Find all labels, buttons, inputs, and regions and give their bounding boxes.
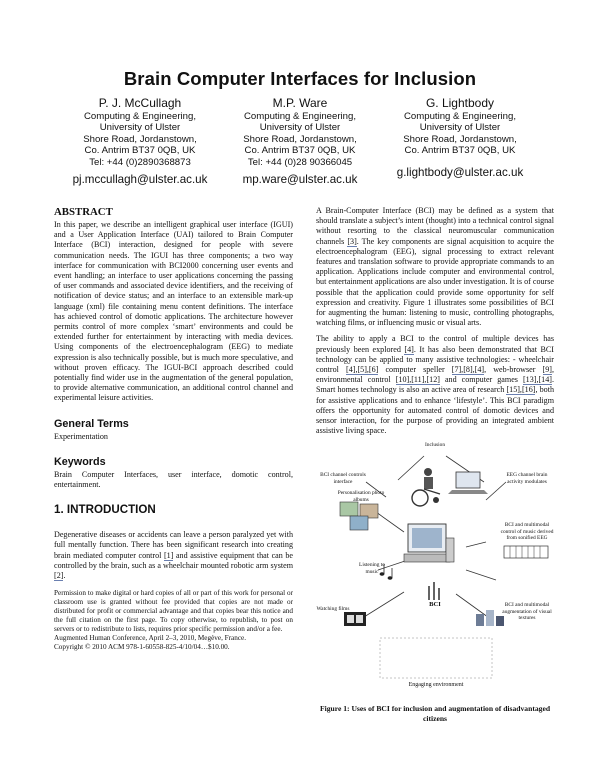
bci-signal-icon [428, 582, 440, 601]
right-paragraph-1: A Brain-Computer Interface (BCI) may be … [316, 206, 554, 328]
music-notes-icon [379, 564, 393, 581]
author-email[interactable]: g.lightbody@ulster.ac.uk [396, 165, 524, 179]
citation-link[interactable]: [15],[16] [506, 385, 536, 396]
author-univ: University of Ulster [259, 122, 341, 134]
figure-label-engaging: Engaging environment [408, 682, 464, 689]
keywords-text: Brain Computer Interfaces, user interfac… [54, 469, 293, 490]
abstract-heading: ABSTRACT [54, 206, 113, 218]
visual-texture-icon [476, 610, 504, 627]
conference-line: Augmented Human Conference, April 2–3, 2… [54, 634, 247, 643]
author-name: M.P. Ware [272, 96, 328, 110]
figure-label-inclusion: Inclusion [424, 442, 446, 449]
figure-caption: Figure 1: Uses of BCI for inclusion and … [319, 704, 551, 723]
author-addr1: Shore Road, Jordanstown, [83, 133, 197, 145]
author-addr1: Shore Road, Jordanstown, [403, 133, 517, 145]
figure-diagram [339, 456, 549, 679]
figure-label-bci-music: BCI and multimodal control of music deri… [500, 522, 554, 542]
paper-title: Brain Computer Interfaces for Inclusion [123, 68, 477, 89]
author-2: M.P. Ware Computing & Engineering, Unive… [220, 96, 380, 187]
wheelchair-user-icon [411, 468, 441, 508]
citation-link[interactable]: [4],[5],[6] [346, 365, 379, 376]
figure-label-bci-channel: BCI channel controls interface [320, 472, 366, 485]
keywords-heading: Keywords [54, 455, 106, 468]
author-univ: University of Ulster [99, 122, 181, 134]
figure-label-personalisation: Personalisation photo albums [337, 490, 385, 503]
author-addr2: Co. Antrim BT37 0QB, UK [244, 145, 356, 157]
citation-link[interactable]: [10],[11],[12] [395, 375, 440, 386]
author-email[interactable]: pj.mccullagh@ulster.ac.uk [72, 173, 208, 187]
citation-link[interactable]: [1] [163, 550, 174, 561]
author-email[interactable]: mp.ware@ulster.ac.uk [242, 173, 358, 187]
copyright-line: Copyright © 2010 ACM 978-1-60558-825-4/1… [54, 643, 230, 652]
author-addr2: Co. Antrim BT37 0QB, UK [84, 145, 196, 157]
laptop-icon [448, 472, 488, 495]
film-strip-icon [344, 612, 366, 627]
figure-label-watching: Watching films [316, 606, 350, 613]
author-name: P. J. McCullagh [98, 96, 182, 110]
figure-label-bci-visual: BCI and multimodal augmentation of visua… [502, 602, 552, 622]
author-dept: Computing & Engineering, [244, 111, 356, 122]
citation-link[interactable]: [4] [404, 344, 414, 355]
figure-label-bci: BCI [429, 601, 441, 609]
author-dept: Computing & Engineering, [404, 111, 516, 122]
right-column: A Brain-Computer Interface (BCI) may be … [316, 206, 554, 732]
permission-text: Permission to make digital or hard copie… [54, 589, 293, 634]
keyboard-instrument-icon [503, 546, 549, 559]
figure-1: Inclusion BCI channel controls interface… [316, 442, 554, 732]
author-block: P. J. McCullagh Computing & Engineering,… [60, 96, 540, 187]
author-addr1: Shore Road, Jordanstown, [243, 133, 357, 145]
author-tel: Tel: +44 (0)2890368873 [89, 156, 191, 168]
author-3: G. Lightbody Computing & Engineering, Un… [380, 96, 540, 187]
citation-link[interactable]: [7],[8],[4] [451, 365, 485, 376]
figure-label-listening: Listening to music [359, 562, 385, 575]
author-name: G. Lightbody [425, 96, 495, 110]
author-univ: University of Ulster [419, 122, 501, 134]
author-addr2: Co. Antrim BT37 0QB, UK [404, 145, 516, 157]
intro-paragraph: Degenerative diseases or accidents can l… [54, 530, 293, 582]
author-1: P. J. McCullagh Computing & Engineering,… [60, 96, 220, 187]
left-column: ABSTRACT In this paper, we describe an i… [54, 206, 293, 652]
citation-link[interactable]: [2] [54, 571, 64, 582]
computer-icon [403, 524, 455, 563]
citation-link[interactable]: [3] [347, 236, 357, 247]
author-tel: Tel: +44 (0)28 90366045 [247, 156, 353, 168]
citation-link[interactable]: [9] [542, 365, 552, 376]
permission-notice: Permission to make digital or hard copie… [54, 589, 293, 652]
abstract-text: In this paper, we describe an intelligen… [54, 220, 293, 403]
author-dept: Computing & Engineering, [84, 111, 196, 122]
photo-album-icon [339, 502, 379, 531]
general-terms-heading: General Terms [54, 417, 129, 430]
citation-link[interactable]: [13],[14] [522, 375, 552, 386]
figure-label-eeg-channel: EEG channel brain activity modulates [506, 472, 548, 485]
right-paragraph-2: The ability to apply a BCI to the contro… [316, 334, 555, 436]
intro-heading: 1. INTRODUCTION [54, 503, 156, 517]
general-terms-text: Experimentation [54, 431, 108, 441]
